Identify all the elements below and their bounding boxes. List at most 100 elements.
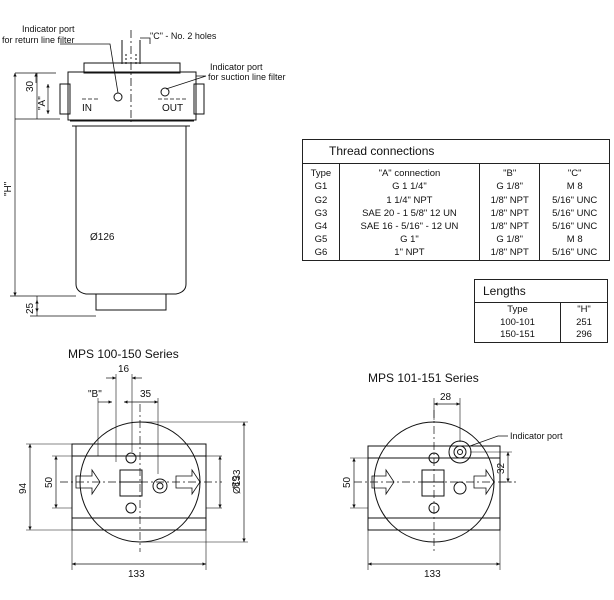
- title-mps-101-151: MPS 101-151 Series: [368, 371, 479, 385]
- dim-16: 16: [118, 364, 130, 375]
- dim-a: "A": [37, 96, 48, 110]
- note-suction-line-2: for suction line filter: [208, 72, 286, 82]
- cell: G6: [314, 247, 328, 259]
- cell: 1/8" NPT: [478, 194, 540, 208]
- dim-50-right: 50: [342, 476, 353, 488]
- dim-28: 28: [440, 392, 452, 403]
- thread-connections-table: Thread connections Type "A" connection "…: [302, 139, 610, 261]
- inlet-flange: [59, 83, 71, 115]
- cell: M 8: [539, 233, 610, 247]
- dim-25: 25: [25, 302, 36, 314]
- cell: G1: [314, 181, 328, 193]
- cell: SAE 16 - 5/16" - 12 UN: [338, 220, 480, 234]
- cell: G3: [314, 207, 328, 219]
- outlet-flange: [193, 83, 205, 115]
- mount-hole-bottom: [125, 502, 137, 514]
- table-row: G6 1" NPT 1/8" NPT 5/16" UNC: [303, 246, 610, 260]
- cell: G 1/8": [478, 180, 540, 195]
- dim-94: 94: [18, 482, 29, 494]
- lengths-table: Lengths Type "H" 100-101 251 150-151 296: [474, 279, 608, 343]
- dim-50-left: 50: [44, 476, 55, 488]
- table-row: G2 1 1/4" NPT 1/8" NPT 5/16" UNC: [303, 194, 610, 208]
- title-mps-100-150: MPS 100-150 Series: [68, 347, 179, 361]
- cell: G 1 1/4": [338, 180, 480, 195]
- cell: G4: [314, 220, 328, 232]
- cell: 251: [560, 316, 608, 329]
- table-header-row: Type "A" connection "B" "C": [303, 163, 610, 181]
- header-c: "C": [539, 163, 610, 181]
- dim-d133: Ø133: [232, 469, 243, 494]
- table-row: G5 G 1" G 1/8" M 8: [303, 233, 610, 247]
- header-a-connection: "A" connection: [338, 163, 480, 181]
- note-return-line-1: Indicator port: [22, 24, 75, 34]
- inlet-arrow-right: [371, 468, 395, 496]
- table-row: G1 G 1 1/4" G 1/8" M 8: [303, 180, 610, 195]
- mount-hole-bottom-right: [428, 502, 440, 514]
- cell: G 1/8": [478, 233, 540, 247]
- dim-h: "H": [3, 181, 14, 196]
- cell: G5: [314, 234, 328, 246]
- outlet-arrow-right: [473, 468, 495, 496]
- central-port: [119, 469, 143, 497]
- cell: 5/16" UNC: [539, 220, 610, 234]
- cell: 1/8" NPT: [478, 207, 540, 221]
- top-view-100-150: [26, 374, 248, 570]
- dim-30: 30: [25, 80, 36, 92]
- dim-32: 32: [496, 462, 507, 474]
- dim-133-left: 133: [128, 569, 145, 580]
- cell: 1" NPT: [338, 246, 480, 260]
- dim-35: 35: [140, 389, 152, 400]
- header-b: "B": [478, 163, 540, 181]
- header-h: "H": [560, 302, 608, 317]
- mount-hole-top: [125, 452, 137, 464]
- cell: 5/16" UNC: [539, 194, 610, 208]
- header-type: Type: [310, 167, 332, 179]
- dim-133-right: 133: [424, 569, 441, 580]
- central-port-right: [421, 469, 445, 497]
- cell: M 8: [539, 180, 610, 195]
- cell: 5/16" UNC: [539, 246, 610, 260]
- side-view: [10, 30, 207, 317]
- head-top-boss: [83, 62, 181, 74]
- lengths-caption: Lengths: [474, 279, 608, 304]
- header-type: Type: [507, 303, 528, 315]
- label-out: OUT: [162, 103, 183, 114]
- indicator-hole: [152, 478, 168, 494]
- note-indicator-port: Indicator port: [510, 431, 563, 441]
- dim-53: 53: [229, 476, 240, 488]
- cell: 5/16" UNC: [539, 207, 610, 221]
- table-caption: Thread connections: [302, 139, 610, 164]
- filter-bowl: [75, 125, 187, 295]
- label-in: IN: [82, 103, 92, 114]
- filter-head: [67, 71, 197, 121]
- cell: 1/8" NPT: [478, 246, 540, 260]
- indicator-port-suction: [160, 87, 170, 97]
- table-row: 100-101 251: [475, 316, 608, 329]
- outlet-arrow: [175, 468, 201, 496]
- cell: G 1": [338, 233, 480, 247]
- table-row: 150-151 296: [475, 328, 608, 342]
- top-view-101-151: [350, 398, 516, 570]
- dim-b: "B": [88, 389, 102, 400]
- indicator-port-return: [113, 92, 123, 102]
- note-c-holes: "C" - No. 2 holes: [150, 31, 217, 41]
- inlet-arrow: [75, 468, 101, 496]
- cell: 100-101: [500, 316, 535, 328]
- cell: 1/8" NPT: [478, 220, 540, 234]
- note-return-line-2: for return line filter: [2, 35, 75, 45]
- head-outline: [71, 443, 207, 531]
- indicator-port-right: [448, 440, 472, 464]
- dim-diameter-bowl: Ø126: [90, 232, 115, 243]
- note-suction-line-1: Indicator port: [210, 62, 263, 72]
- mount-hole-top-right: [428, 452, 440, 464]
- cell: 1 1/4" NPT: [338, 194, 480, 208]
- cell: G2: [314, 194, 328, 206]
- cell: SAE 20 - 1 5/8" 12 UN: [338, 207, 480, 221]
- cell: 296: [560, 328, 608, 342]
- table-row: G4 SAE 16 - 5/16" - 12 UN 1/8" NPT 5/16"…: [303, 220, 610, 234]
- bowl-base: [95, 293, 167, 311]
- lengths-header-row: Type "H": [475, 302, 608, 317]
- cell: 150-151: [500, 329, 535, 341]
- table-row: G3 SAE 20 - 1 5/8" 12 UN 1/8" NPT 5/16" …: [303, 207, 610, 221]
